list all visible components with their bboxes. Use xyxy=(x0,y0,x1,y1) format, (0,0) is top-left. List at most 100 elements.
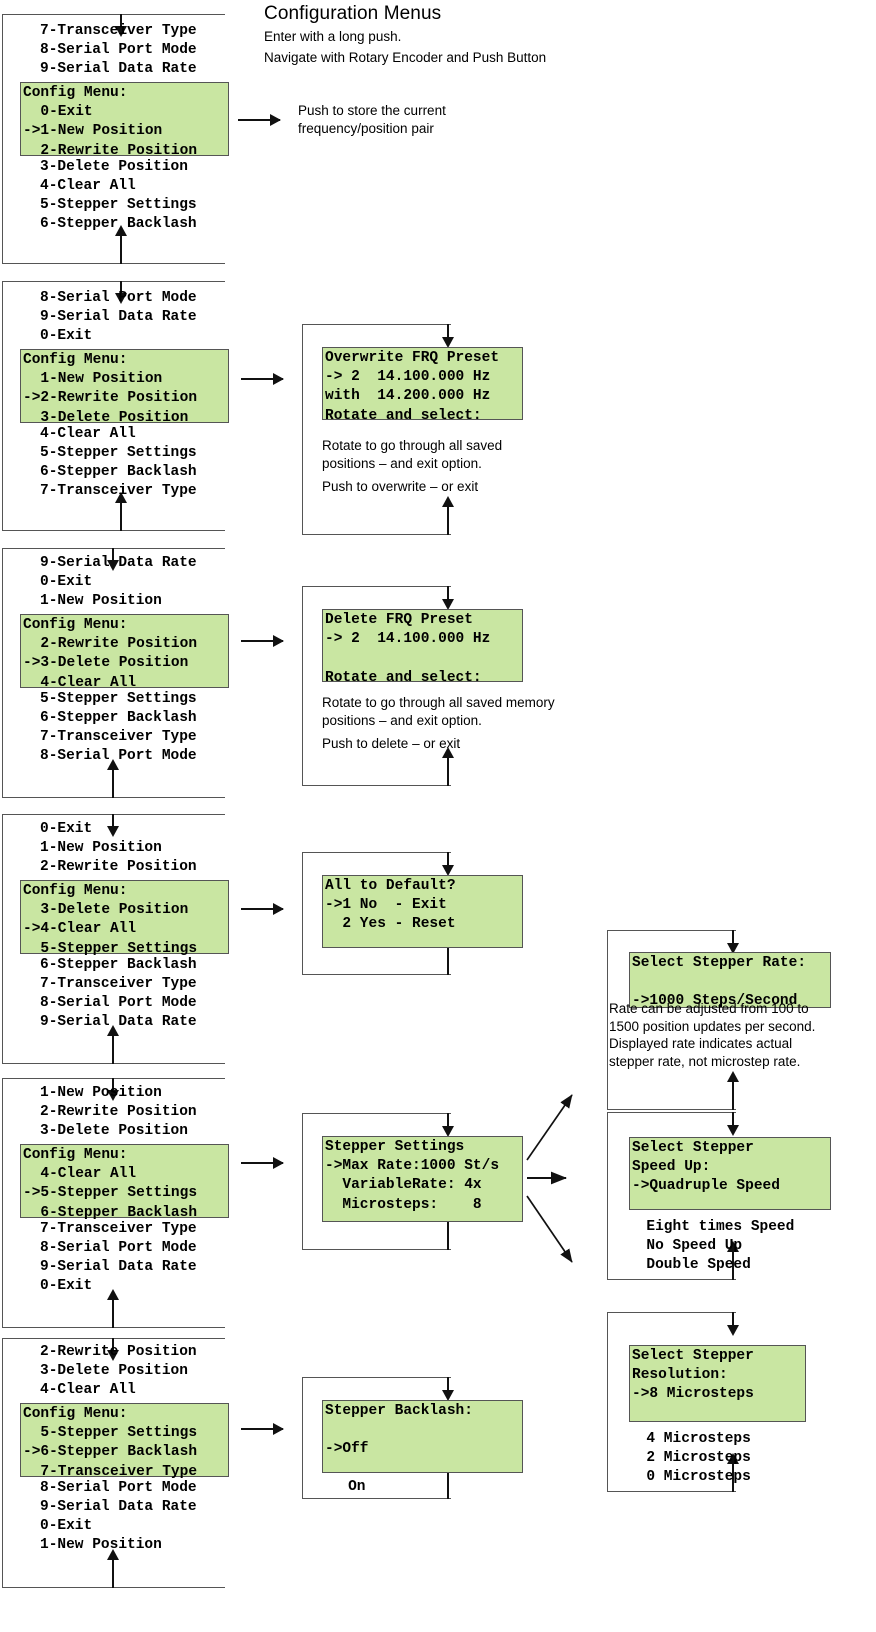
header-line-1: Enter with a long push. xyxy=(264,29,402,44)
block-5-below: 9-Serial Data Rate xyxy=(40,1259,197,1275)
note-line: Push to store the current xyxy=(298,103,446,118)
note-line: Rotate to go through all saved xyxy=(322,438,503,453)
note-line: 1500 position updates per second. xyxy=(609,1018,816,1034)
stepper-resolution-option: 0 Microsteps xyxy=(629,1469,751,1485)
block-4-below: 8-Serial Port Mode xyxy=(40,995,197,1011)
lcd-line-selected: ->5-Stepper Settings xyxy=(23,1185,198,1202)
lcd-line: VariableRate: 4x xyxy=(325,1177,482,1194)
block-1-above: 7-Transceiver Type xyxy=(40,23,197,39)
loop-wire-detail-2 xyxy=(302,324,451,535)
lcd-line: Config Menu: xyxy=(23,352,128,368)
lcd-line: 5-Stepper Settings xyxy=(23,1425,198,1442)
stepper-backlash-option: On xyxy=(322,1479,366,1495)
lcd-line xyxy=(325,1421,520,1440)
block-1-above: 8-Serial Port Mode xyxy=(40,42,197,58)
loop-wire-detail-5 xyxy=(302,1113,451,1250)
arrow-down-block-4 xyxy=(107,814,119,837)
lcd-line-selected: ->1 No - Exit xyxy=(325,897,447,914)
lcd-line: Stepper Backlash: xyxy=(325,1403,473,1419)
lcd-config-menu-3[interactable]: Config Menu: 2-Rewrite Position ->3-Dele… xyxy=(20,614,229,691)
lcd-line: Speed Up: xyxy=(632,1159,711,1176)
stepper-resolution-option: 4 Microsteps xyxy=(629,1431,751,1447)
block-6-below: 1-New Position xyxy=(40,1537,162,1553)
note-line: frequency/position pair xyxy=(298,120,434,136)
block-3-above: 0-Exit xyxy=(40,574,93,590)
lcd-line: 6-Stepper Backlash xyxy=(23,1204,198,1221)
arrow-down-detail-3 xyxy=(442,586,454,610)
lcd-line-selected: ->6-Stepper Backlash xyxy=(23,1444,198,1461)
lcd-line: Config Menu: xyxy=(23,1147,128,1163)
arrow-down-detail-4 xyxy=(442,852,454,876)
block-4-above: 0-Exit xyxy=(40,821,93,837)
arrow-down-stepper-resolution xyxy=(727,1312,739,1336)
lcd-line: Rotate and select: xyxy=(325,407,482,424)
arrow-down-block-6 xyxy=(107,1338,119,1361)
note-line: Rate can be adjusted from 100 to xyxy=(609,1001,809,1016)
arrow-down-block-1 xyxy=(115,14,127,37)
lcd-config-menu-4[interactable]: Config Menu: 3-Delete Position ->4-Clear… xyxy=(20,880,229,957)
block-1-below: 3-Delete Position xyxy=(40,159,188,175)
arrow-right-block-3 xyxy=(241,635,284,647)
block-5-below: 7-Transceiver Type xyxy=(40,1221,197,1237)
lcd-delete-preset[interactable]: Delete FRQ Preset -> 2 14.100.000 Hz Rot… xyxy=(322,609,523,686)
lcd-line: 7-Transceiver Type xyxy=(23,1463,198,1480)
lcd-line-selected: ->Quadruple Speed xyxy=(632,1178,780,1195)
block-1-below: 5-Stepper Settings xyxy=(40,197,197,213)
block-6-above: 4-Clear All xyxy=(40,1382,136,1398)
block-3-detail-note: Rotate to go through all saved memory po… xyxy=(322,694,555,753)
loop-wire-detail-4 xyxy=(302,852,451,975)
block-6-above: 3-Delete Position xyxy=(40,1363,188,1379)
lcd-line: 1-New Position xyxy=(23,371,163,388)
block-2-below: 6-Stepper Backlash xyxy=(40,464,197,480)
block-4-below: 9-Serial Data Rate xyxy=(40,1014,197,1030)
block-3-below: 5-Stepper Settings xyxy=(40,691,197,707)
block-2-above: 9-Serial Data Rate xyxy=(40,309,197,325)
block-6-below: 9-Serial Data Rate xyxy=(40,1499,197,1515)
arrow-down-detail-5 xyxy=(442,1113,454,1137)
block-1-below: 4-Clear All xyxy=(40,178,136,194)
lcd-overwrite-preset[interactable]: Overwrite FRQ Preset -> 2 14.100.000 Hz … xyxy=(322,347,523,424)
lcd-line: Config Menu: xyxy=(23,1406,128,1422)
stepper-speed-option: No Speed Up xyxy=(629,1238,743,1254)
block-1-above: 9-Serial Data Rate xyxy=(40,61,197,77)
note-line: Displayed rate indicates actual xyxy=(609,1036,793,1051)
loop-wire-stepper-resolution xyxy=(607,1312,736,1492)
lcd-line xyxy=(325,649,520,668)
lcd-config-menu-2[interactable]: Config Menu: 1-New Position ->2-Rewrite … xyxy=(20,349,229,426)
arrow-right-block-4 xyxy=(241,903,284,915)
stepper-rate-note: Rate can be adjusted from 100 to 1500 po… xyxy=(609,1000,815,1070)
arrow-up-detail-2 xyxy=(442,496,454,535)
arrow-up-stepper-speed xyxy=(727,1241,739,1280)
block-5-above: 2-Rewrite Position xyxy=(40,1104,197,1120)
lcd-select-stepper-speed-up[interactable]: Select Stepper Speed Up: ->Quadruple Spe… xyxy=(629,1137,831,1210)
lcd-line: 2 Yes - Reset xyxy=(325,916,456,933)
lcd-line: 3-Delete Position xyxy=(23,409,189,426)
lcd-line: Config Menu: xyxy=(23,883,128,899)
lcd-line: Select Stepper xyxy=(632,1140,754,1156)
arrow-down-stepper-speed xyxy=(727,1112,739,1136)
lcd-line-selected: ->8 Microsteps xyxy=(632,1386,754,1403)
lcd-stepper-backlash[interactable]: Stepper Backlash: ->Off xyxy=(322,1400,523,1473)
loop-wire-detail-6 xyxy=(302,1377,451,1499)
header-line-2: Navigate with Rotary Encoder and Push Bu… xyxy=(264,50,547,65)
note-line: Push to overwrite – or exit xyxy=(322,479,479,494)
arrow-right-block-5 xyxy=(241,1157,284,1169)
block-3-above: 1-New Position xyxy=(40,593,162,609)
lcd-stepper-settings[interactable]: Stepper Settings ->Max Rate:1000 St/s Va… xyxy=(322,1136,523,1222)
block-4-below: 6-Stepper Backlash xyxy=(40,957,197,973)
lcd-line: Config Menu: xyxy=(23,85,128,101)
lcd-line: with 14.200.000 Hz xyxy=(325,388,491,405)
lcd-select-stepper-rate[interactable]: Select Stepper Rate: ->1000 Steps/Second xyxy=(629,952,831,1009)
lcd-all-to-default[interactable]: All to Default? ->1 No - Exit 2 Yes - Re… xyxy=(322,875,523,948)
lcd-config-menu-6[interactable]: Config Menu: 5-Stepper Settings ->6-Step… xyxy=(20,1403,229,1480)
block-3-below: 6-Stepper Backlash xyxy=(40,710,197,726)
lcd-select-stepper-resolution[interactable]: Select Stepper Resolution: ->8 Microstep… xyxy=(629,1345,806,1422)
loop-wire-block-1 xyxy=(2,14,225,264)
lcd-config-menu-1[interactable]: Config Menu: 0-Exit ->1-New Position 2-R… xyxy=(20,82,229,159)
lcd-line: Rotate and select: xyxy=(325,669,482,686)
lcd-config-menu-5[interactable]: Config Menu: 4-Clear All ->5-Stepper Set… xyxy=(20,1144,229,1221)
arrow-down-block-2 xyxy=(115,281,127,304)
arrow-down-stepper-rate xyxy=(727,930,739,954)
arrow-up-block-3 xyxy=(107,759,119,798)
lcd-line-selected: ->1-New Position xyxy=(23,123,163,140)
